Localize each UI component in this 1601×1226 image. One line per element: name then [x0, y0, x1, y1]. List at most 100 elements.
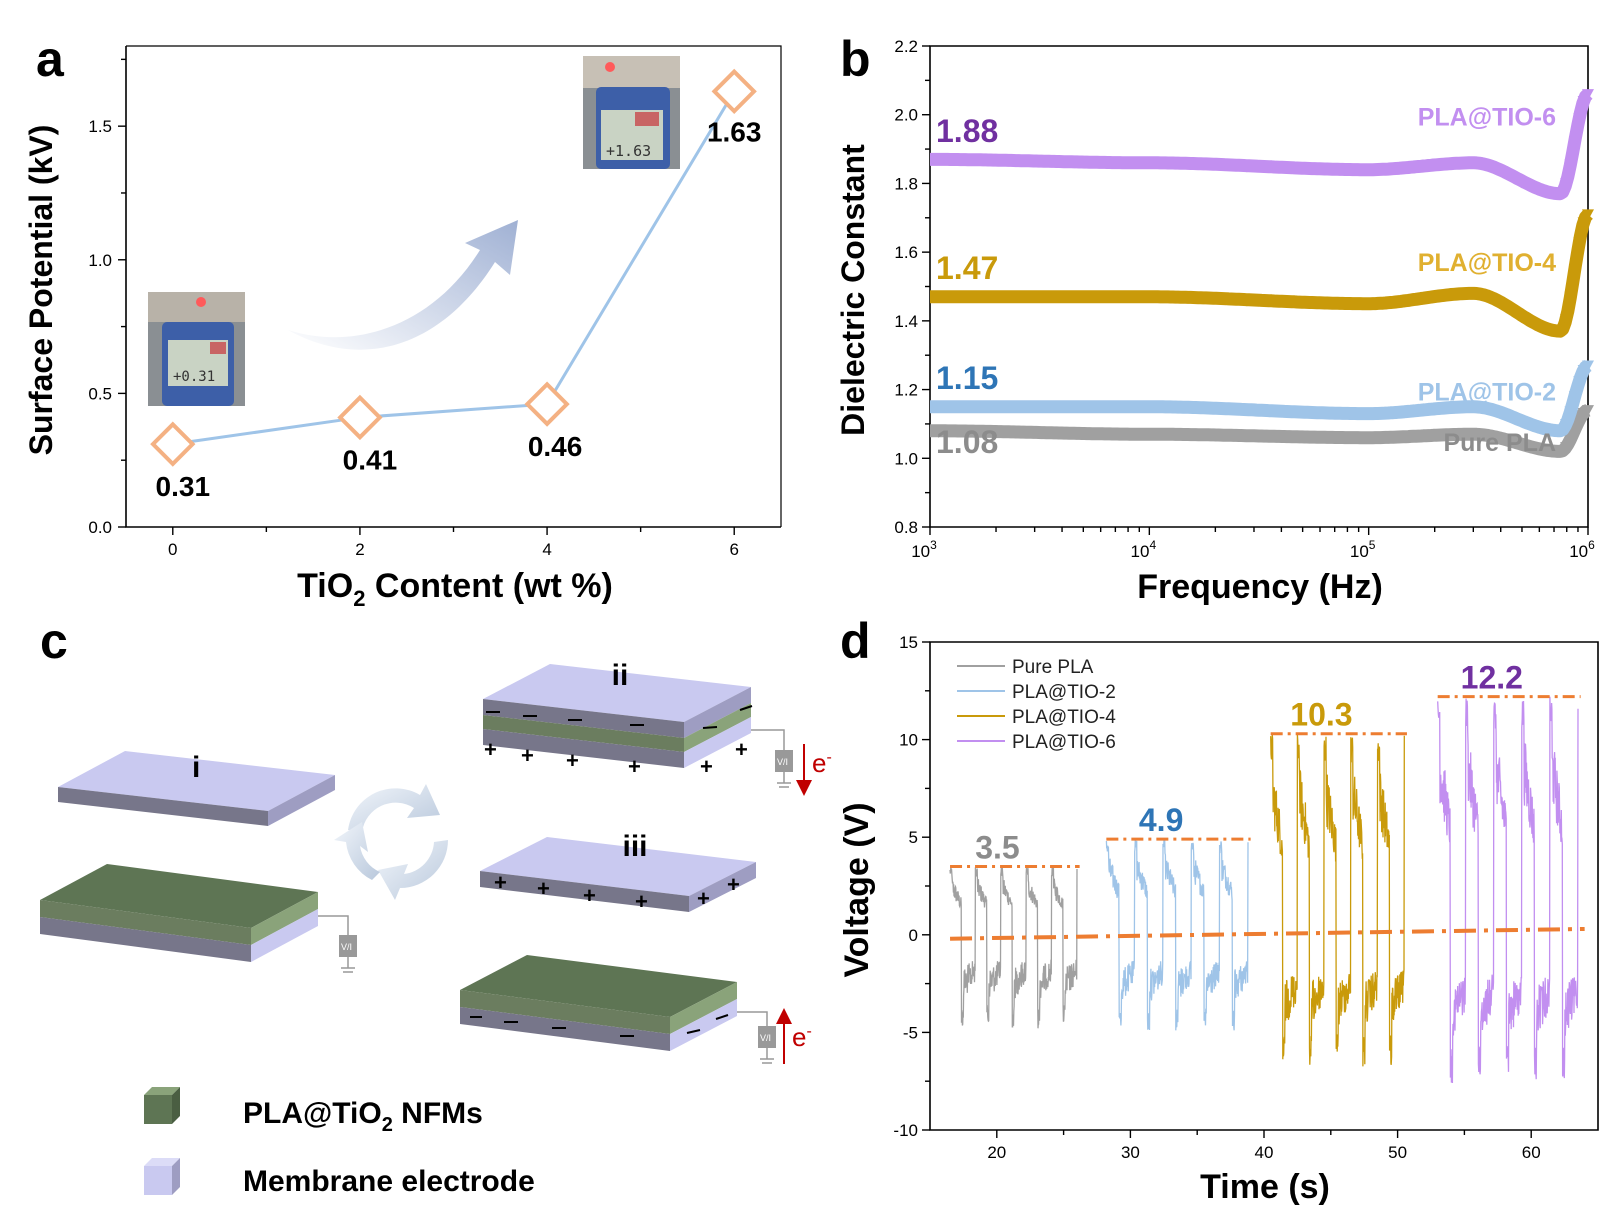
d-xtick-label: 50 — [1388, 1143, 1407, 1162]
electron-label-1: e- — [812, 748, 832, 778]
svg-text:+: + — [521, 743, 534, 768]
d-signal-trace — [949, 866, 1078, 1029]
svg-text:+: + — [484, 737, 497, 762]
stage-i-label: i — [192, 751, 200, 784]
b-triangle-marker — [1582, 89, 1594, 101]
b-series-band — [926, 360, 1592, 438]
b-triangle-marker — [1573, 237, 1586, 249]
a-xtick-label: 0 — [168, 540, 177, 559]
d-legend-label: Pure PLA — [1012, 657, 1094, 678]
b-triangle-marker — [1577, 95, 1590, 107]
stage-iii-electrode: iii ++++++ — [480, 830, 756, 914]
b-triangle-marker — [1568, 135, 1581, 147]
b-triangle-marker — [1560, 442, 1573, 454]
b-triangle-marker — [1582, 209, 1594, 221]
b-ytick-label: 1.2 — [894, 381, 918, 400]
b-xtick-base: 10 — [1350, 542, 1369, 561]
b-start-value: 1.08 — [936, 424, 998, 460]
a-point-label: 0.41 — [343, 444, 398, 475]
b-triangle-marker — [1564, 434, 1577, 446]
d-legend-label: PLA@TIO-2 — [1012, 682, 1116, 703]
a-ytick-label: 0.5 — [88, 384, 112, 403]
b-series-name: PLA@TIO-6 — [1418, 104, 1556, 132]
d-ytick-label: -10 — [893, 1121, 918, 1140]
d-ytick-label: 0 — [909, 926, 918, 945]
panel-d-series — [949, 695, 1585, 1084]
stage-iii-bottom-stack: V/I e- — [460, 955, 812, 1064]
svg-text:+: + — [494, 870, 507, 895]
svg-text:+: + — [735, 737, 748, 762]
b-ytick-label: 0.8 — [894, 518, 918, 537]
d-peak-label: 12.2 — [1461, 660, 1523, 696]
a-point-label: 0.31 — [156, 471, 211, 502]
b-triangle-marker — [1573, 113, 1586, 125]
d-peak-label: 3.5 — [975, 829, 1019, 865]
b-xtick-base: 10 — [911, 542, 930, 561]
a-point-label: 1.63 — [707, 116, 762, 147]
a-xtick-label: 6 — [729, 540, 738, 559]
a-ytick-label: 1.0 — [88, 251, 112, 270]
svg-text:+: + — [727, 872, 740, 897]
device-label-2: V/I — [777, 757, 788, 767]
d-peak-label: 4.9 — [1139, 802, 1183, 838]
b-start-value: 1.47 — [936, 250, 998, 286]
d-xtick-label: 20 — [987, 1143, 1006, 1162]
panel-a-x-title: TiO2 Content (wt %) — [297, 567, 613, 611]
d-ytick-label: 5 — [909, 828, 918, 847]
b-triangle-marker — [1564, 291, 1577, 303]
b-ytick-label: 2.0 — [894, 106, 918, 125]
d-xtick-label: 60 — [1522, 1143, 1541, 1162]
b-xtick-exp: 6 — [1588, 538, 1595, 552]
svg-text:+: + — [537, 876, 550, 901]
a-ytick-label: 1.5 — [88, 117, 112, 136]
b-triangle-marker — [1582, 360, 1594, 372]
a-diamond-marker — [337, 394, 383, 441]
b-triangle-marker — [1568, 391, 1581, 403]
panel-a-point-labels: 0.31 0.41 0.46 1.63 — [156, 116, 762, 502]
b-ytick-label: 1.0 — [894, 449, 918, 468]
a-diamond-marker — [150, 421, 196, 467]
panel-a-y-title: Surface Potential (kV) — [23, 125, 59, 456]
b-triangle-marker — [1568, 424, 1581, 436]
a-diamond-marker — [711, 68, 757, 115]
stage-iii-negative-charges — [470, 1014, 729, 1037]
b-triangle-marker — [1564, 159, 1577, 171]
inset-low-display: +0.31 — [173, 369, 215, 385]
legend-electrode-label: Membrane electrode — [243, 1165, 535, 1198]
d-ytick-label: 10 — [899, 731, 918, 750]
b-xtick-exp: 4 — [1149, 538, 1156, 552]
electron-label-2: e- — [792, 1022, 812, 1052]
legend-electrode-cube-icon — [144, 1158, 180, 1195]
a-series-line — [172, 90, 736, 446]
cycle-arrows-icon — [334, 784, 448, 900]
svg-text:+: + — [566, 748, 579, 773]
d-signal-trace — [1270, 734, 1405, 1067]
b-ytick-label: 2.2 — [894, 37, 918, 56]
trend-arrow-icon — [288, 220, 518, 350]
svg-text:+: + — [635, 889, 648, 914]
b-triangle-marker — [1564, 406, 1577, 418]
d-ytick-label: -5 — [903, 1023, 918, 1042]
b-ytick-label: 1.6 — [894, 243, 918, 262]
b-xtick-label: 104 — [1131, 538, 1157, 561]
b-xtick-label: 103 — [911, 538, 937, 561]
b-xtick-label: 106 — [1569, 538, 1595, 561]
a-point-label: 0.46 — [528, 431, 583, 462]
panel-d-x-title: Time (s) — [1200, 1168, 1330, 1206]
stage-i-electrode: i — [58, 751, 335, 826]
b-series-band — [926, 89, 1593, 201]
svg-text:+: + — [583, 883, 596, 908]
b-xtick-label: 105 — [1350, 538, 1376, 561]
b-start-value: 1.88 — [936, 113, 998, 149]
b-triangle-marker — [1582, 405, 1594, 417]
d-baseline-dash — [950, 926, 1585, 941]
inset-high-display: +1.63 — [606, 142, 651, 160]
panel-c-legend: PLA@TiO2 NFMs Membrane electrode — [144, 1087, 535, 1198]
panel-d-letter: d — [840, 613, 871, 669]
panel-b-x-title: Frequency (Hz) — [1137, 568, 1383, 606]
